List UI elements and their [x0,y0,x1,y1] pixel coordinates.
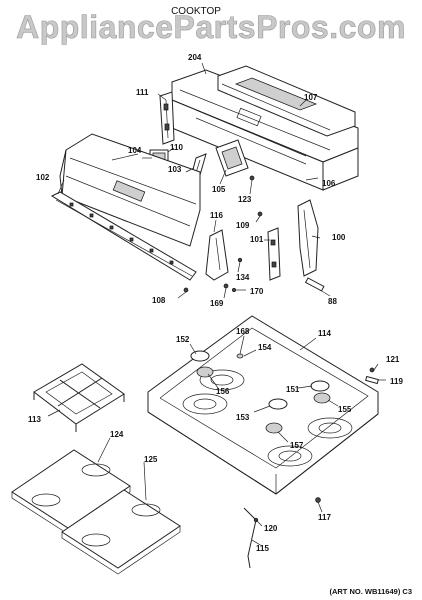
support-rod-115 [243,507,259,569]
leader-lines [47,62,386,547]
callout-labels: 204 111 107 110 104 103 102 105 106 123 … [28,53,403,553]
callout-101: 101 [250,235,264,244]
callout-157: 157 [290,441,304,450]
screw-169 [223,283,229,289]
callout-110: 110 [170,143,183,152]
screw-170 [232,288,236,292]
callout-120: 120 [264,524,278,533]
screw-123 [249,175,255,181]
burner-heads [196,353,331,434]
callout-107: 107 [304,93,318,102]
art-number: (ART NO. WB11649) C3 [329,587,412,596]
side-bracket-116 [205,229,229,281]
front-rail [50,191,197,281]
callout-170: 170 [250,287,264,296]
callout-154: 154 [258,343,272,352]
clock-timer [215,139,249,177]
callout-104: 104 [128,146,142,155]
callout-134: 134 [236,273,250,282]
callout-168: 168 [236,327,250,336]
callout-125: 125 [144,455,158,464]
callout-111: 111 [136,88,149,97]
callout-100: 100 [332,233,346,242]
callout-105: 105 [212,185,226,194]
screw-117 [315,497,321,503]
control-panel [59,133,201,247]
clip-119 [365,375,379,385]
callout-155: 155 [338,405,352,414]
callout-121: 121 [386,355,400,364]
callout-106: 106 [322,179,336,188]
callout-169: 169 [210,299,224,308]
drip-pan-125 [61,489,181,575]
bracket-101 [267,227,281,281]
callout-88: 88 [328,297,337,306]
callout-156: 156 [216,387,230,396]
callout-119: 119 [390,377,403,386]
watermark-text: AppliancePartsPros.com [16,9,406,45]
callout-114: 114 [318,329,331,338]
callout-109: 109 [236,221,250,230]
screw-134 [237,257,243,263]
callout-103: 103 [168,165,182,174]
screw-109 [257,211,263,217]
burner-grate [33,363,125,432]
callout-116: 116 [210,211,223,220]
screw-121 [369,367,375,373]
diagram-heading: COOKTOP [171,6,221,17]
callout-151: 151 [286,385,300,394]
left-end-bracket [159,91,175,145]
callout-123: 123 [238,195,252,204]
callout-113: 113 [28,415,41,424]
screw-108 [183,287,189,293]
callout-102: 102 [36,173,50,182]
callout-108: 108 [152,296,166,305]
back-panel-assembly [171,65,359,191]
clip-88 [304,277,325,292]
callout-152: 152 [176,335,190,344]
callout-117: 117 [318,513,331,522]
callout-153: 153 [236,413,250,422]
callout-204: 204 [188,53,202,62]
side-trim-100 [297,199,319,277]
callout-115: 115 [256,544,269,553]
callout-124: 124 [110,430,124,439]
